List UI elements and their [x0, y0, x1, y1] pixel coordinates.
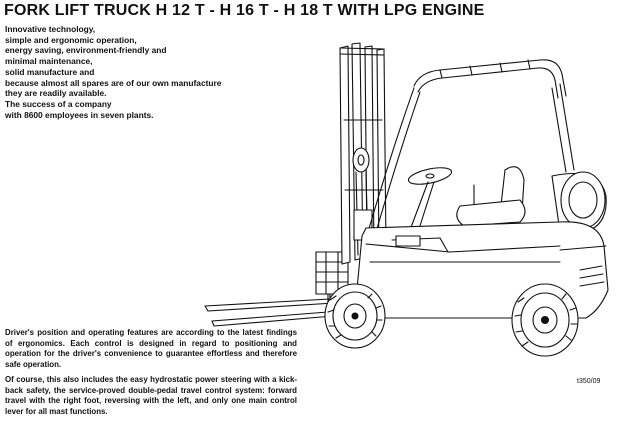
intro-line: they are readily available. [5, 88, 107, 99]
intro-line: solid manufacture and [5, 66, 95, 77]
intro-line: with 8600 employees in seven plants. [5, 109, 154, 120]
intro-text: Innovative technology, simple and ergono… [5, 24, 255, 120]
steering-wheel [407, 165, 453, 232]
intro-line: simple and ergonomic operation, [5, 34, 137, 45]
front-wheel [325, 284, 385, 348]
fork-tines [205, 258, 334, 326]
intro-line: The success of a company [5, 98, 112, 109]
overhead-guard [368, 60, 574, 232]
intro-line: minimal maintenance, [5, 56, 93, 67]
page-title: FORK LIFT TRUCK H 12 T - H 16 T - H 18 T… [4, 2, 485, 19]
counterweight [552, 172, 606, 232]
paragraph-ergonomics: Driver's position and operating features… [5, 328, 297, 369]
paragraph-controls: Of course, this also includes the easy h… [5, 375, 297, 416]
forklift-illustration [195, 36, 615, 376]
intro-line: energy saving, environment-friendly and [5, 45, 167, 56]
driver-seat [457, 167, 525, 226]
intro-line: Innovative technology, [5, 24, 96, 34]
intro-line: because almost all spares are of our own… [5, 77, 222, 88]
rear-wheel [512, 284, 578, 356]
figure-reference: t350/09 [577, 378, 601, 385]
